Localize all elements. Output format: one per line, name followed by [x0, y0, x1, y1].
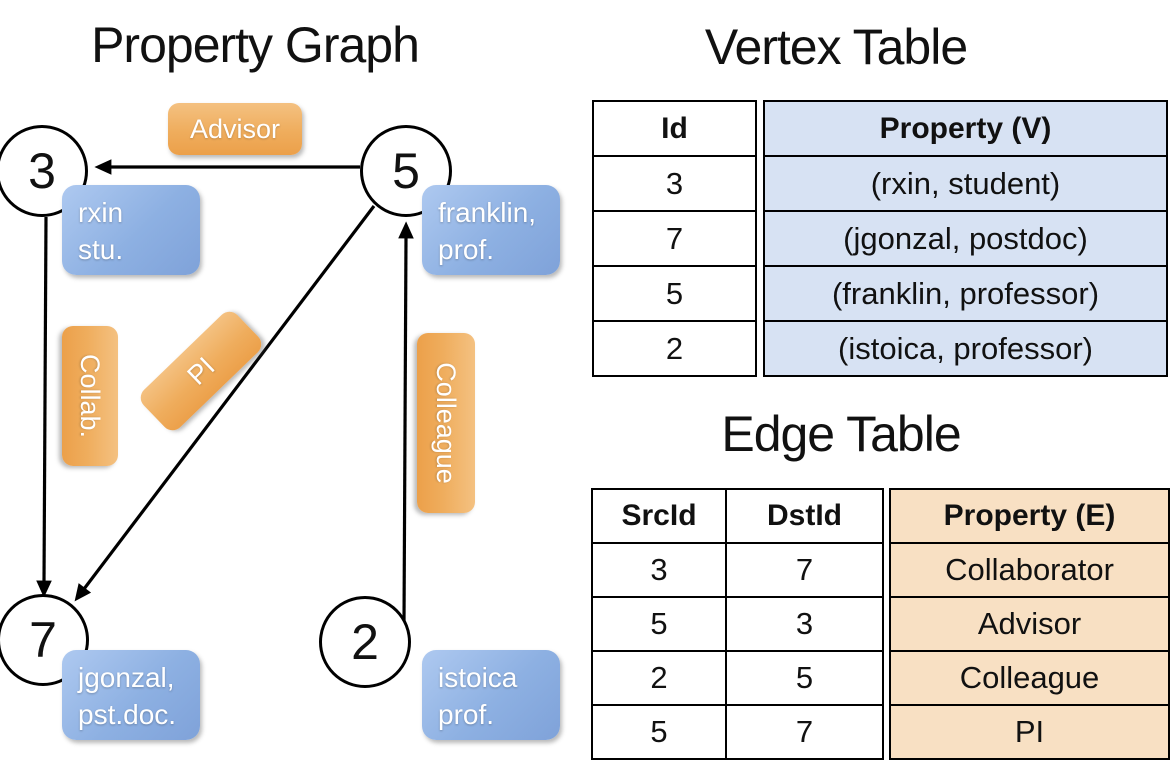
vertex-table-id-header: Id [592, 100, 757, 157]
edge-label-collaborator: Collab. [62, 326, 118, 466]
vertex-5-id: 5 [392, 143, 420, 199]
edge-table-src-cell: 5 [591, 704, 727, 760]
edge-table-dst-cell: 3 [725, 596, 884, 652]
vertex-3-property-line1: rxin [78, 197, 124, 228]
edge-label-pi-text: PI [181, 350, 221, 391]
vertex-7-property-line1: jgonzal, [78, 662, 175, 693]
vertex-table-property-cell: (istoica, professor) [763, 320, 1168, 377]
vertex-2-property-line1: istoica [438, 662, 518, 693]
vertex-3-property-box: rxin stu. [62, 185, 200, 275]
edge-label-colleague-text: Colleague [431, 362, 462, 484]
vertex-table-title: Vertex Table [704, 19, 968, 75]
edge-table-src-header: SrcId [591, 488, 727, 544]
edge-2-to-5 [398, 221, 414, 623]
vertex-2-property-line2: prof. [438, 699, 495, 731]
vertex-3-property-line2: stu. [78, 234, 124, 266]
vertex-table-property-cell: (jgonzal, postdoc) [763, 210, 1168, 267]
edge-label-collaborator-text: Collab. [75, 353, 106, 439]
edge-table-title: Edge Table [721, 406, 961, 462]
edge-label-advisor: Advisor [168, 103, 302, 155]
vertex-table-id-cell: 3 [592, 155, 757, 212]
vertex-5-property-line2: prof. [438, 234, 495, 266]
vertex-3-id: 3 [28, 143, 56, 199]
edge-table-dst-header: DstId [725, 488, 884, 544]
edge-table-property-cell: Collaborator [889, 542, 1170, 598]
edge-table: SrcId DstId 3 7 5 3 2 5 5 7 Property (E) [591, 488, 1170, 760]
graph-edges-layer [36, 159, 414, 623]
edge-table-property-cell: Advisor [889, 596, 1170, 652]
edge-5-to-7 [74, 205, 376, 602]
edge-table-property-cell: PI [889, 704, 1170, 760]
vertex-table-property-cell: (rxin, student) [763, 155, 1168, 212]
vertex-circle-2: 2 [319, 596, 411, 688]
vertex-7-property-box: jgonzal, pst.doc. [62, 650, 200, 740]
edge-table-dst-cell: 7 [725, 704, 884, 760]
vertex-table-property-header: Property (V) [763, 100, 1168, 157]
property-graph-title: Property Graph [91, 17, 420, 73]
vertex-5-property-box: franklin, prof. [422, 185, 560, 275]
vertex-7-property-line2: pst.doc. [78, 699, 177, 731]
edge-table-property-column: Property (E) Collaborator Advisor Collea… [889, 488, 1170, 760]
edge-table-src-cell: 5 [591, 596, 727, 652]
edge-table-property-cell: Colleague [889, 650, 1170, 706]
vertex-table-id-cell: 7 [592, 210, 757, 267]
vertex-5-property-line1: franklin, [438, 197, 537, 228]
vertex-2-property-box: istoica prof. [422, 650, 560, 740]
vertex-table: Id 3 7 5 2 Property (V) (rxin, student) … [592, 100, 1168, 377]
vertex-table-property-cell: (franklin, professor) [763, 265, 1168, 322]
vertex-2-id: 2 [351, 614, 379, 670]
edge-label-colleague: Colleague [417, 333, 475, 513]
edge-table-dst-cell: 7 [725, 542, 884, 598]
edge-table-property-header: Property (E) [889, 488, 1170, 544]
edge-table-src-cell: 2 [591, 650, 727, 706]
edge-table-id-columns: SrcId DstId 3 7 5 3 2 5 5 7 [591, 488, 884, 760]
edge-label-advisor-text: Advisor [189, 113, 281, 144]
edge-table-dst-cell: 5 [725, 650, 884, 706]
vertex-table-id-cell: 2 [592, 320, 757, 377]
edge-table-src-cell: 3 [591, 542, 727, 598]
vertex-7-id: 7 [29, 612, 57, 668]
vertex-table-id-cell: 5 [592, 265, 757, 322]
vertex-table-id-column: Id 3 7 5 2 [592, 100, 757, 377]
vertex-table-property-column: Property (V) (rxin, student) (jgonzal, p… [763, 100, 1168, 377]
edge-3-to-7 [36, 216, 52, 598]
